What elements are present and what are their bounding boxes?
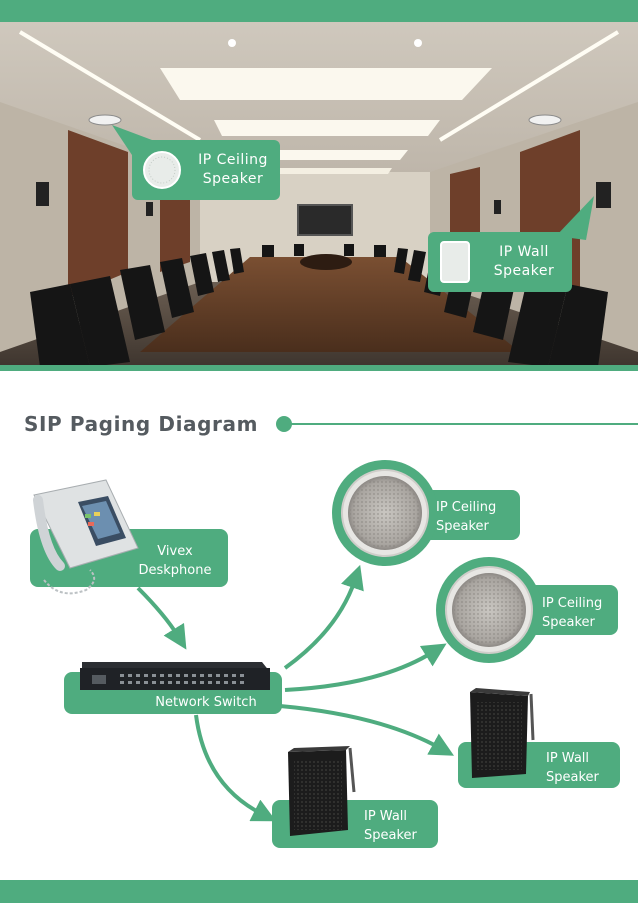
photo-wall-tag-line2: Speaker bbox=[493, 263, 555, 279]
sip-paging-diagram: Vivex Deskphone Network Switch IP Ceilin… bbox=[30, 460, 620, 848]
ceiling-speaker-2-line1: IP Ceiling bbox=[542, 596, 602, 611]
ceiling-speaker-1-icon bbox=[341, 469, 429, 557]
wall-speaker-1-icon bbox=[470, 688, 535, 778]
photo-ceiling-tag-pointer bbox=[112, 125, 152, 155]
ceiling-speaker-icon bbox=[143, 151, 181, 189]
ceiling-speaker-2-icon bbox=[445, 566, 533, 654]
deskphone-label-line2: Deskphone bbox=[139, 563, 212, 578]
title-dot bbox=[276, 416, 292, 432]
photo-wall-tag-pointer bbox=[556, 196, 594, 240]
wall-speaker-1-line2: Speaker bbox=[546, 770, 600, 785]
wall-speaker-icon bbox=[440, 241, 470, 283]
arrow-switch-to-wall-1 bbox=[279, 704, 455, 756]
arrow-switch-to-ceiling-2 bbox=[284, 643, 447, 692]
arrow-switch-to-wall-2 bbox=[194, 714, 277, 822]
conference-room-photo bbox=[0, 22, 638, 367]
wall-speaker-2-icon bbox=[288, 746, 356, 836]
photo-wall-speaker-tag: IP Wall Speaker bbox=[428, 232, 572, 292]
network-switch-icon bbox=[80, 662, 270, 690]
deskphone-label-line1: Vivex bbox=[157, 544, 193, 559]
arrow-switch-to-ceiling-1 bbox=[283, 564, 364, 670]
wall-speaker-1-line1: IP Wall bbox=[546, 751, 589, 766]
photo-ceiling-tag-line2: Speaker bbox=[202, 171, 264, 187]
ceiling-speaker-1-line1: IP Ceiling bbox=[436, 500, 496, 515]
wall-speaker-2-line1: IP Wall bbox=[364, 809, 407, 824]
ceiling-speaker-2-line2: Speaker bbox=[542, 615, 596, 630]
deskphone-icon bbox=[33, 479, 139, 595]
photo-bottom-border bbox=[0, 365, 638, 371]
top-accent-bar bbox=[0, 0, 638, 22]
connection-arrows bbox=[136, 564, 455, 822]
ceiling-speaker-1-line2: Speaker bbox=[436, 519, 490, 534]
switch-label: Network Switch bbox=[155, 695, 256, 710]
title-rule bbox=[290, 423, 638, 425]
arrow-deskphone-to-switch bbox=[136, 586, 187, 650]
diagram-title: SIP Paging Diagram bbox=[24, 412, 259, 436]
bottom-accent-bar bbox=[0, 880, 638, 903]
photo-wall-tag-line1: IP Wall bbox=[499, 244, 549, 260]
photo-ceiling-speaker-tag: IP Ceiling Speaker bbox=[132, 140, 280, 200]
wall-speaker-2-line2: Speaker bbox=[364, 828, 418, 843]
photo-ceiling-tag-line1: IP Ceiling bbox=[198, 152, 268, 168]
